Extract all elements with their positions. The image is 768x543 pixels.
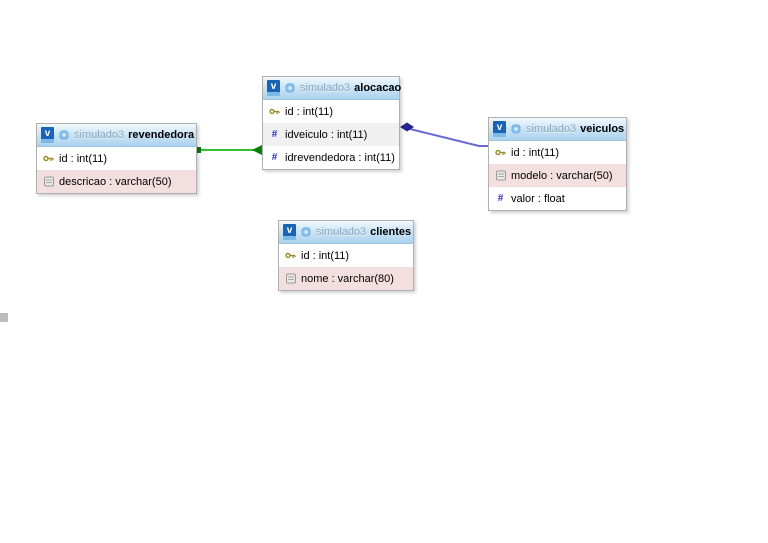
table-veiculos-header[interactable]: v simulado3 veiculos: [489, 118, 626, 141]
column-label: idrevendedora : int(11): [285, 151, 395, 164]
column-row-idveiculo[interactable]: # idveiculo : int(11): [263, 123, 399, 146]
column-row-nome[interactable]: nome : varchar(80): [279, 267, 413, 290]
column-row-id[interactable]: id : int(11): [263, 100, 399, 123]
schema-name: simulado3: [316, 226, 367, 238]
table-name: clientes: [370, 226, 412, 238]
column-row-modelo[interactable]: modelo : varchar(50): [489, 164, 626, 187]
key-icon: [269, 106, 280, 117]
table-alocacao-header[interactable]: v simulado3 alocacao: [263, 77, 402, 100]
gear-icon[interactable]: [58, 129, 70, 141]
column-row-id[interactable]: id : int(11): [37, 147, 196, 170]
table-clientes[interactable]: v simulado3 clientes: [278, 220, 414, 291]
hash-icon: #: [271, 152, 278, 163]
column-label: descricao : varchar(50): [59, 175, 172, 188]
designer-table-icon: v: [267, 79, 280, 97]
text-icon: [43, 176, 54, 187]
designer-table-icon: v: [283, 223, 296, 241]
table-revendedora[interactable]: v simulado3 revendedora: [36, 123, 197, 194]
relation-revendedora-alocacao: [195, 145, 262, 155]
column-row-descricao[interactable]: descricao : varchar(50): [37, 170, 196, 193]
schema-name: simulado3: [300, 82, 351, 94]
schema-name: simulado3: [74, 129, 125, 141]
table-revendedora-header[interactable]: v simulado3 revendedora: [37, 124, 196, 147]
key-icon: [285, 250, 296, 261]
text-icon: [495, 170, 506, 181]
column-row-idrevendedora[interactable]: # idrevendedora : int(11): [263, 146, 399, 169]
column-label: id : int(11): [285, 105, 334, 118]
designer-table-icon: v: [41, 126, 54, 144]
key-icon: [43, 153, 54, 164]
gear-icon[interactable]: [284, 82, 296, 94]
gear-icon[interactable]: [510, 123, 522, 135]
key-icon: [495, 147, 506, 158]
column-row-valor[interactable]: # valor : float: [489, 187, 626, 210]
column-label: id : int(11): [511, 146, 560, 159]
column-label: idveiculo : int(11): [285, 128, 368, 141]
schema-name: simulado3: [526, 123, 577, 135]
column-label: id : int(11): [301, 249, 350, 262]
text-icon: [285, 273, 296, 284]
table-name: veiculos: [580, 123, 625, 135]
relation-veiculos-alocacao: [400, 122, 488, 147]
column-label: valor : float: [511, 192, 565, 205]
table-clientes-header[interactable]: v simulado3 clientes: [279, 221, 413, 244]
left-edge-handle[interactable]: [0, 313, 8, 322]
column-row-id[interactable]: id : int(11): [279, 244, 413, 267]
hash-icon: #: [271, 129, 278, 140]
column-label: id : int(11): [59, 152, 108, 165]
column-row-id[interactable]: id : int(11): [489, 141, 626, 164]
table-veiculos[interactable]: v simulado3 veiculos: [488, 117, 627, 211]
hash-icon: #: [497, 193, 504, 204]
gear-icon[interactable]: [300, 226, 312, 238]
table-name: alocacao: [354, 82, 402, 94]
table-name: revendedora: [128, 129, 195, 141]
column-label: modelo : varchar(50): [511, 169, 613, 182]
column-label: nome : varchar(80): [301, 272, 394, 285]
designer-table-icon: v: [493, 120, 506, 138]
table-alocacao[interactable]: v simulado3 alocacao: [262, 76, 402, 170]
